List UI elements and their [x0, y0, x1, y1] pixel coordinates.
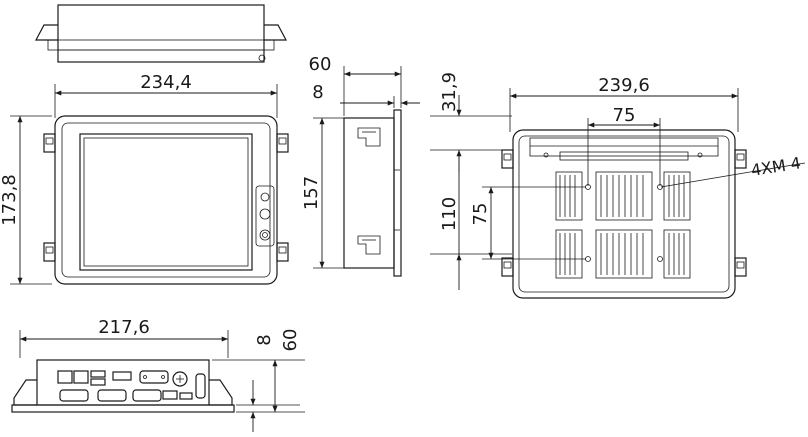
top-view [35, 4, 287, 63]
dim-label-vesa-vertical: 75 [470, 203, 491, 226]
hdmi-port [112, 371, 132, 381]
dim-label-rear-width: 239,6 [598, 75, 650, 96]
dim-label-top-width: 234,4 [140, 72, 192, 93]
usb-port [90, 378, 106, 386]
dim-rear-top-offset: 31,9 [430, 72, 512, 172]
front-button-3 [259, 229, 271, 241]
vesa-hole [585, 256, 591, 262]
lan-port [73, 370, 89, 384]
screw-callout: 4XM 4 [660, 153, 806, 188]
dim-label-side-depth-bezel: 8 [312, 82, 323, 103]
com-port [132, 389, 162, 402]
com-port [97, 389, 127, 402]
screw-callout-label: 4XM 4 [750, 153, 803, 180]
dim-side-height: 157 [301, 117, 344, 269]
usb-port [90, 370, 106, 378]
vesa-hole [657, 256, 663, 262]
dim-bottom-width: 217,6 [19, 317, 229, 358]
dim-vesa-vertical: 75 [470, 186, 586, 260]
rear-view [501, 129, 747, 299]
dim-label-bottom-depth-total: 60 [280, 329, 301, 352]
dim-bottom-depth: 8 60 [212, 329, 305, 432]
dim-side-depth-bezel: 8 [312, 82, 420, 108]
front-button-1 [260, 192, 270, 202]
dim-label-rear-height: 110 [439, 197, 460, 231]
front-view [43, 115, 289, 285]
front-button-2 [259, 208, 271, 220]
dim-label-bottom-width: 217,6 [98, 317, 150, 338]
lan-port [57, 370, 73, 384]
dim-label-side-height: 157 [301, 176, 322, 210]
terminal-block [162, 390, 178, 400]
dim-vesa-horizontal: 75 [587, 105, 661, 186]
usb-port [179, 392, 193, 400]
dim-label-bottom-depth-bezel: 8 [254, 334, 275, 345]
vga-port [139, 370, 169, 384]
power-jack [172, 371, 188, 387]
dim-top-width: 234,4 [54, 72, 278, 118]
dim-label-rear-top-offset: 31,9 [439, 72, 460, 112]
dim-front-height: 173,8 [0, 115, 52, 285]
bottom-view [11, 359, 235, 413]
dim-side-depth-total: 60 [309, 54, 402, 116]
dim-label-front-height: 173,8 [0, 174, 20, 226]
dim-rear-width: 239,6 [509, 75, 739, 132]
dim-label-side-depth-total: 60 [309, 54, 332, 75]
power-switch [195, 373, 206, 399]
side-view [343, 109, 402, 277]
dim-rear-height: 110 [430, 150, 512, 290]
dim-label-vesa-horizontal: 75 [613, 105, 636, 126]
com-port [59, 389, 89, 402]
